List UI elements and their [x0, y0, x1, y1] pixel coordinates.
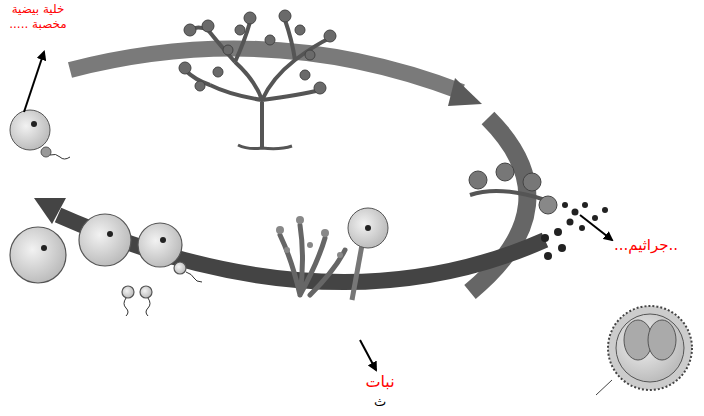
label-text: نبات [352, 372, 408, 392]
leader-lines [24, 52, 612, 370]
label-text: خلية بيضية مخصبة ..... [2, 2, 74, 32]
dividing-zygote [596, 306, 692, 395]
nuclei [41, 231, 166, 251]
sperm-tails [124, 272, 202, 316]
gametangia [276, 216, 343, 258]
sporangia [179, 10, 336, 94]
sporophyte-plant [185, 20, 330, 149]
spores [541, 202, 608, 260]
label-text: ث [368, 394, 392, 410]
sporangium-branch [469, 163, 557, 214]
archegonium [348, 208, 388, 300]
cells [10, 214, 186, 298]
zygote [10, 110, 70, 159]
gametophyte-plant [280, 225, 345, 295]
label-text: ..جراثيم... [596, 236, 696, 255]
